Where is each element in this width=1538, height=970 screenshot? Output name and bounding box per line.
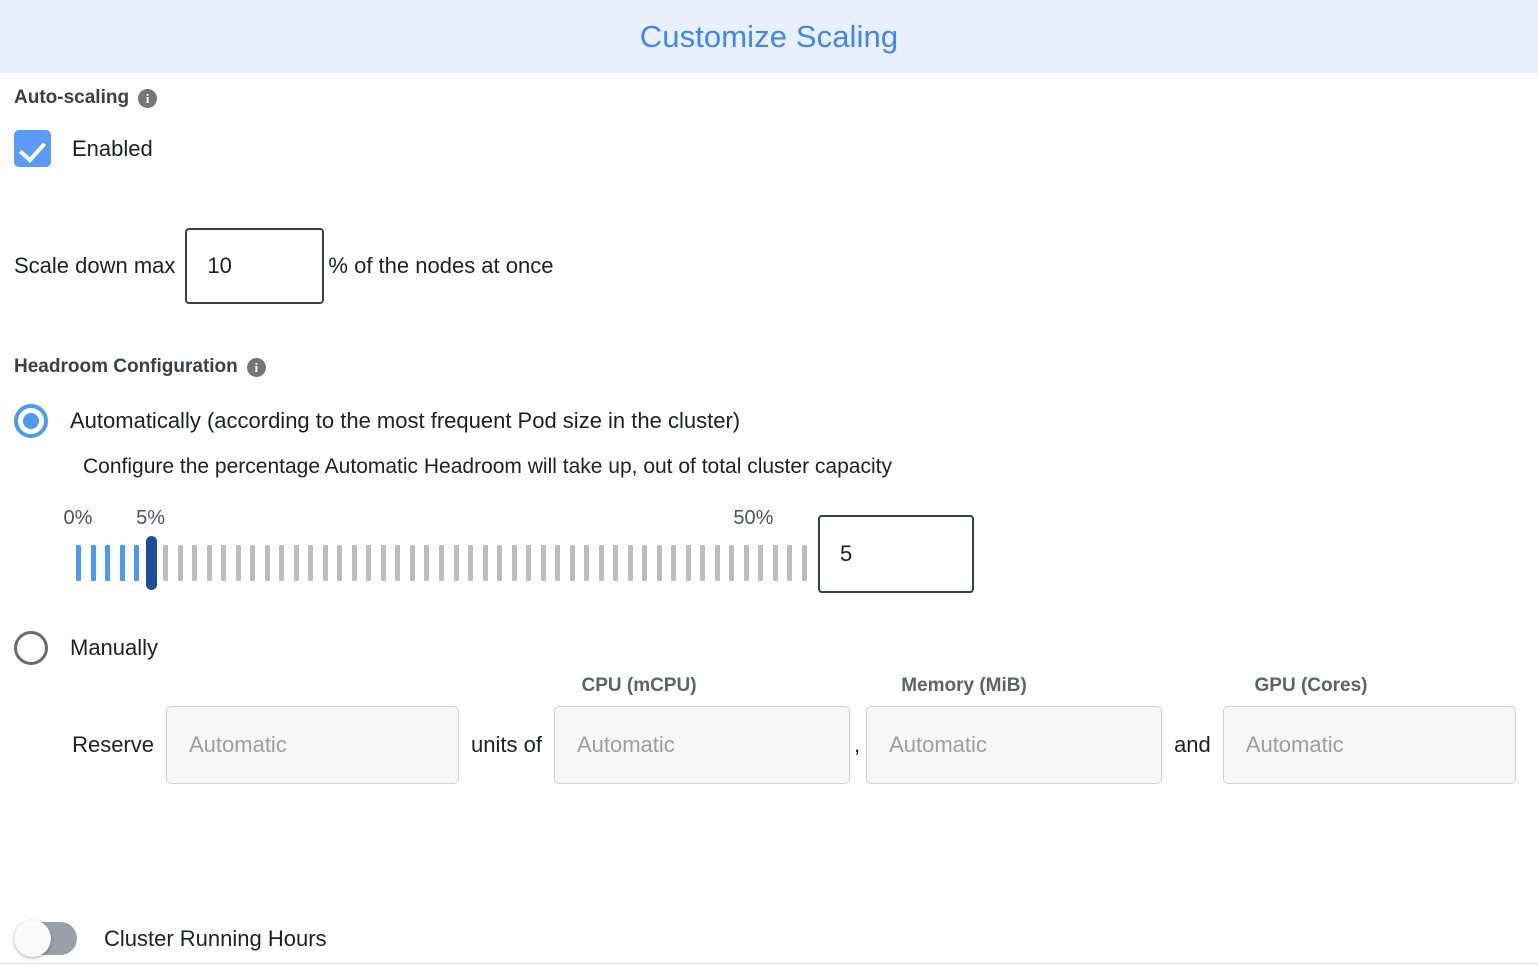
slider-tick[interactable]: [395, 545, 401, 581]
settings-content: Auto-scaling i Enabled Scale down max % …: [0, 87, 1538, 815]
slider-tick[interactable]: [163, 545, 169, 581]
slider-thumb[interactable]: [145, 536, 157, 590]
slider-tick[interactable]: [293, 545, 299, 581]
slider-tick[interactable]: [743, 545, 749, 581]
bottom-divider: [0, 963, 1538, 964]
slider-labels: 0% 5% 50%: [14, 507, 1524, 533]
slider-tick[interactable]: [584, 545, 590, 581]
radio-manually-label: Manually: [70, 635, 159, 660]
slider-tick[interactable]: [482, 545, 488, 581]
radio-automatic-label: Automatically (according to the most fre…: [70, 408, 741, 433]
slider-tick[interactable]: [468, 545, 474, 581]
headroom-slider-area: 0% 5% 50%: [14, 507, 1524, 607]
slider-tick[interactable]: [642, 545, 648, 581]
slider-tick[interactable]: [90, 545, 96, 581]
slider-tick[interactable]: [206, 545, 212, 581]
slider-tick[interactable]: [119, 545, 125, 581]
slider-tick[interactable]: [685, 545, 691, 581]
slider-tick[interactable]: [264, 545, 270, 581]
page-title: Customize Scaling: [639, 18, 899, 54]
headroom-section-label: Headroom Configuration i: [14, 356, 1524, 378]
slider-tick[interactable]: [279, 545, 285, 581]
and-label: and: [1174, 732, 1211, 757]
slider-tick[interactable]: [729, 545, 735, 581]
slider-tick[interactable]: [235, 545, 241, 581]
slider-tick[interactable]: [76, 545, 81, 581]
slider-tick[interactable]: [192, 545, 198, 581]
slider-tick[interactable]: [409, 545, 415, 581]
slider-tick[interactable]: [511, 545, 517, 581]
slider-tick[interactable]: [772, 545, 778, 581]
reserve-gpu-input[interactable]: [1222, 706, 1516, 784]
slider-tick[interactable]: [366, 545, 372, 581]
slider-tick[interactable]: [613, 545, 619, 581]
cluster-running-hours-label: Cluster Running Hours: [104, 925, 327, 951]
column-header-cpu: CPU (mCPU): [581, 675, 697, 696]
enabled-checkbox[interactable]: [14, 130, 51, 167]
slider-tick[interactable]: [700, 545, 706, 581]
reserve-label: Reserve: [72, 732, 154, 757]
auto-scaling-enabled-row[interactable]: Enabled: [14, 130, 1524, 167]
scale-down-max-suffix: % of the nodes at once: [328, 253, 554, 278]
auto-scaling-section-label: Auto-scaling i: [14, 87, 1524, 109]
column-header-memory: Memory (MiB): [901, 675, 1027, 696]
slider-tick[interactable]: [569, 545, 575, 581]
slider-tick[interactable]: [134, 545, 140, 581]
reserve-memory-input[interactable]: [866, 706, 1163, 784]
scale-down-max-row: Scale down max % of the nodes at once: [14, 228, 1524, 304]
reserve-section: CPU (mCPU) Memory (MiB) GPU (Cores) Rese…: [14, 675, 1524, 815]
reserve-units-input[interactable]: [166, 706, 459, 784]
reserve-cpu-input[interactable]: [553, 706, 850, 784]
info-icon[interactable]: i: [246, 357, 266, 377]
slider-tick[interactable]: [671, 545, 677, 581]
cluster-running-hours-row[interactable]: Cluster Running Hours: [14, 920, 327, 957]
slider-tick[interactable]: [555, 545, 561, 581]
slider-tick[interactable]: [439, 545, 444, 581]
slider-tick[interactable]: [758, 545, 764, 581]
slider-tick[interactable]: [714, 545, 720, 581]
headroom-value-input[interactable]: [818, 515, 974, 593]
headroom-automatic-help-text: Configure the percentage Automatic Headr…: [83, 455, 892, 478]
slider-tick[interactable]: [656, 545, 662, 581]
slider-tick[interactable]: [497, 545, 503, 581]
radio-manually[interactable]: [14, 631, 48, 665]
slider-tick[interactable]: [453, 545, 459, 581]
headroom-manual-row[interactable]: Manually: [14, 631, 1524, 665]
units-of-label: units of: [471, 732, 542, 757]
slider-tick[interactable]: [787, 545, 793, 581]
slider-max-label: 50%: [733, 507, 774, 529]
slider-tick[interactable]: [802, 545, 807, 581]
scale-down-max-input[interactable]: [185, 228, 325, 304]
slider-tick[interactable]: [598, 545, 604, 581]
reserve-inputs-row: Reserve units of , and: [14, 706, 1524, 784]
slider-tick[interactable]: [540, 545, 546, 581]
slider-value-label: 5%: [136, 507, 166, 529]
scale-down-max-label: Scale down max: [14, 253, 176, 278]
slider-tick[interactable]: [380, 545, 386, 581]
headroom-slider[interactable]: [14, 536, 1524, 590]
slider-tick[interactable]: [627, 545, 633, 581]
enabled-checkbox-label: Enabled: [72, 135, 153, 161]
info-icon[interactable]: i: [138, 88, 158, 108]
dialog-header: Customize Scaling: [0, 0, 1538, 73]
headroom-label-text: Headroom Configuration: [14, 356, 238, 377]
slider-tick[interactable]: [308, 545, 314, 581]
slider-tick[interactable]: [351, 545, 357, 581]
column-header-gpu: GPU (Cores): [1254, 675, 1368, 696]
slider-tick[interactable]: [105, 545, 111, 581]
headroom-automatic-row[interactable]: Automatically (according to the most fre…: [14, 404, 1524, 438]
slider-tick[interactable]: [526, 545, 532, 581]
cluster-running-hours-toggle[interactable]: [14, 920, 77, 957]
slider-min-label: 0%: [63, 507, 93, 529]
slider-tick[interactable]: [250, 545, 256, 581]
slider-tick[interactable]: [322, 545, 328, 581]
slider-tick[interactable]: [337, 545, 343, 581]
comma-separator: ,: [853, 732, 861, 757]
slider-tick[interactable]: [221, 545, 227, 581]
radio-automatic[interactable]: [14, 404, 48, 438]
slider-tick[interactable]: [177, 545, 183, 581]
auto-scaling-label-text: Auto-scaling: [14, 87, 130, 108]
slider-tick[interactable]: [424, 545, 430, 581]
